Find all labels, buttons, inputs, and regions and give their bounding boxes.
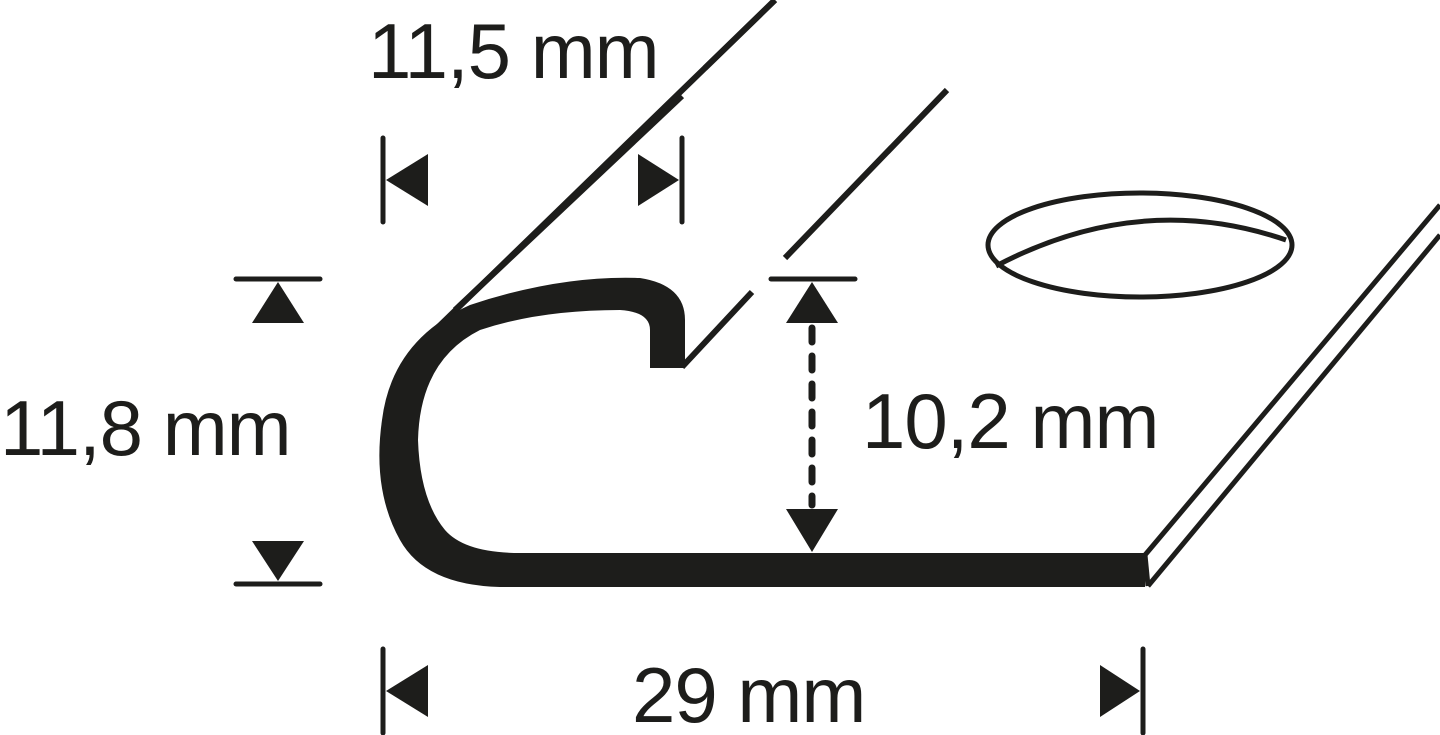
label-top-width: 11,5 mm — [368, 7, 659, 95]
dimension-top-width: 11,5 mm — [368, 7, 685, 225]
dimension-base-width: 29 mm — [380, 646, 1146, 735]
dimension-total-height: 11,8 mm — [0, 276, 323, 587]
oval-hole — [985, 190, 1295, 300]
label-inner-height: 10,2 mm — [862, 377, 1158, 465]
dimension-inner-height: 10,2 mm — [768, 276, 1159, 552]
mounting-leg-edge — [1142, 203, 1440, 588]
label-base-width: 29 mm — [632, 651, 865, 735]
label-total-height: 11,8 mm — [0, 384, 291, 472]
depth-lines — [427, 0, 950, 370]
profile-body — [379, 277, 1145, 587]
